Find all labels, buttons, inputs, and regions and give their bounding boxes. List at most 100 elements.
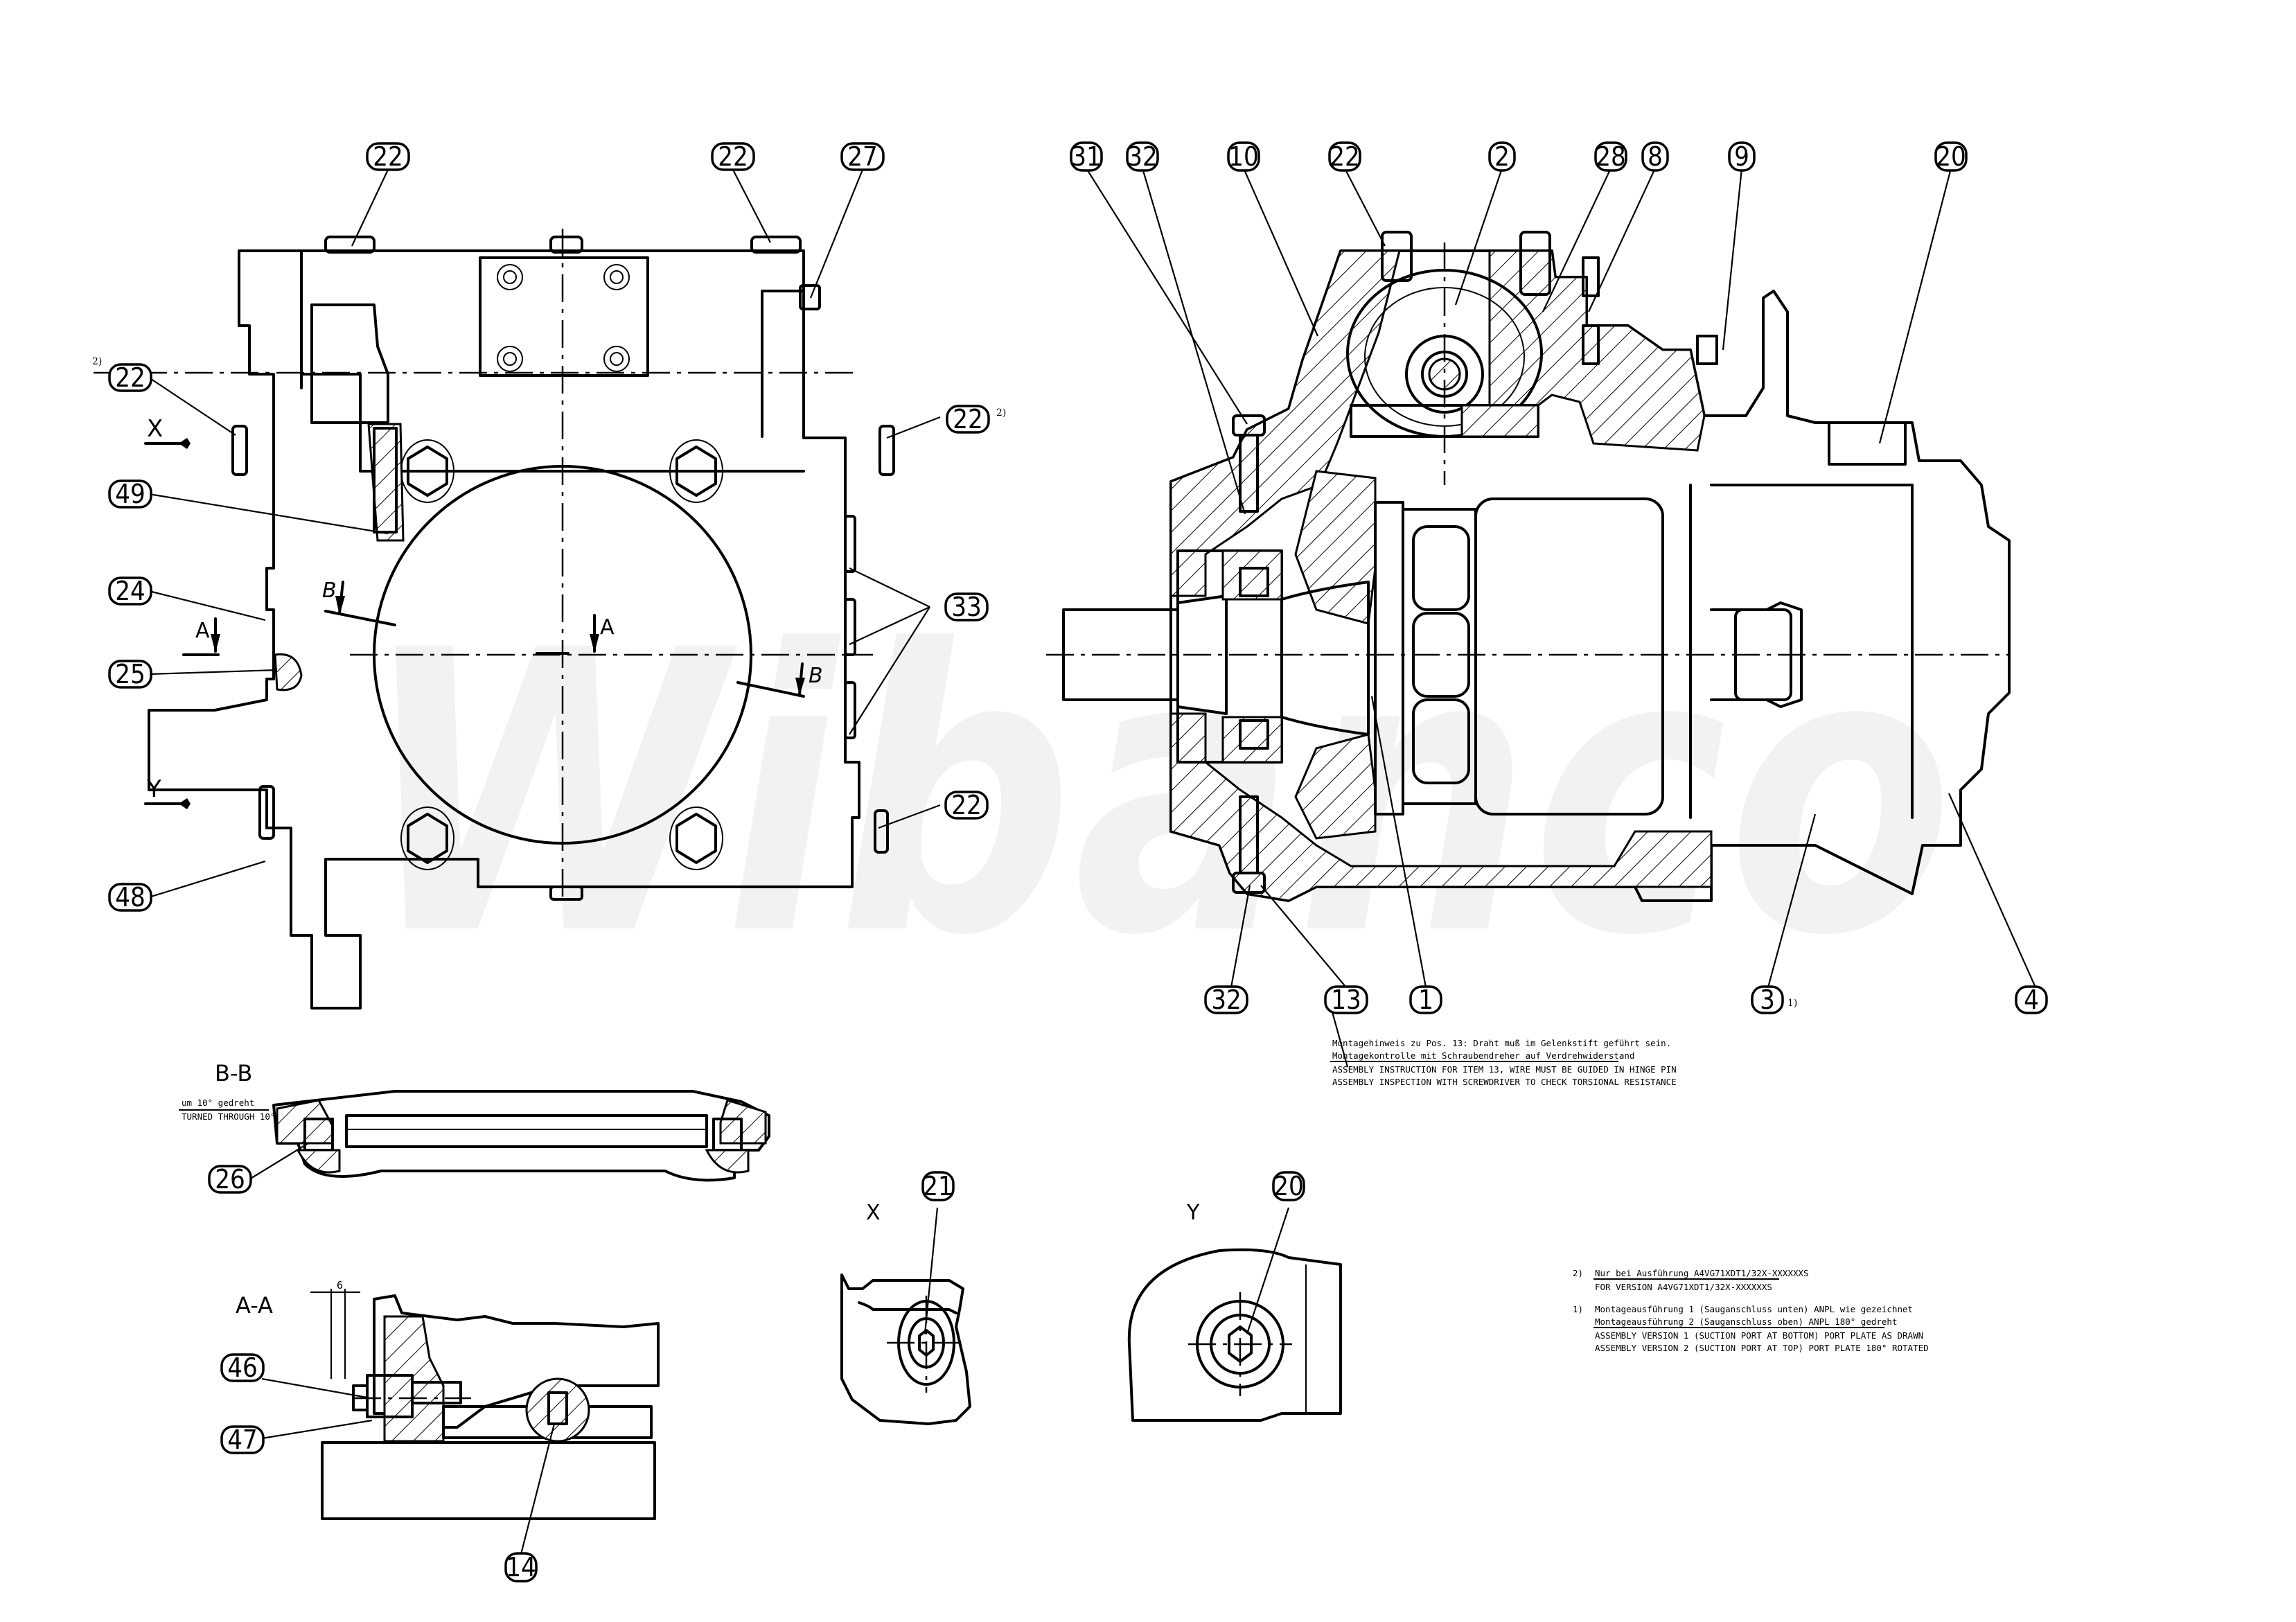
footnote-2-en: FOR VERSION A4VG71XDT1/32X-XXXXXXS [1595, 1282, 1772, 1292]
footnote-1-en-line1: ASSEMBLY VERSION 1 (SUCTION PORT AT BOTT… [1595, 1330, 1923, 1341]
cut-a-left-label: A [195, 619, 210, 643]
view-x [840, 1273, 971, 1425]
balloon-item-22: 22 [946, 404, 990, 434]
view-x-label: X [866, 1201, 881, 1225]
svg-text:31: 31 [1071, 141, 1102, 172]
balloon-item-1: 1 [1409, 985, 1442, 1015]
svg-text:22: 22 [951, 790, 982, 820]
cut-arrow-b [335, 581, 805, 696]
balloon-item-14: 14 [504, 1552, 538, 1583]
assembly-note-de-line1: Montagehinweis zu Pos. 13: Draht muß im … [1332, 1038, 1671, 1048]
svg-text:22: 22 [373, 141, 403, 172]
bb-note-en: TURNED THROUGH 10° [182, 1111, 275, 1122]
svg-text:1: 1 [1418, 985, 1433, 1015]
balloon-item-22: 22 [944, 790, 989, 820]
balloon-item-24: 24 [108, 576, 152, 606]
balloon-item-9: 9 [1728, 141, 1756, 172]
assembly-note-en-line1: ASSEMBLY INSTRUCTION FOR ITEM 13, WIRE M… [1332, 1064, 1677, 1075]
balloon-item-28: 28 [1594, 141, 1627, 172]
balloon-item-32: 32 [1204, 985, 1248, 1015]
balloon-item-49: 49 [108, 479, 152, 509]
balloon-item-22: 22 [711, 141, 755, 172]
section-bb [272, 1090, 770, 1182]
svg-text:9: 9 [1734, 141, 1749, 172]
footnote-1-mark: 1) [1573, 1304, 1583, 1314]
aa-dimension: 6 [337, 1279, 343, 1292]
view-y-label: Y [1186, 1201, 1200, 1225]
svg-text:8: 8 [1648, 141, 1663, 172]
svg-text:20: 20 [1273, 1171, 1304, 1201]
svg-text:25: 25 [115, 659, 145, 689]
section-bb-label: B-B [215, 1060, 252, 1086]
svg-text:3: 3 [1760, 985, 1775, 1015]
view-y [1127, 1248, 1342, 1422]
cut-b-left-label: B [322, 579, 337, 603]
balloon-item-32: 32 [1126, 141, 1159, 172]
assembly-note-en-line2: ASSEMBLY INSPECTION WITH SCREWDRIVER TO … [1332, 1077, 1677, 1087]
footnote-1-de-line2: Montageausführung 2 (Sauganschluss oben)… [1595, 1316, 1898, 1327]
svg-text:26: 26 [215, 1164, 245, 1195]
balloon-item-22: 22 [1328, 141, 1361, 172]
front-view [94, 229, 895, 1010]
balloon-item-13: 13 [1324, 985, 1368, 1015]
view-arrow-x-label: X [147, 415, 163, 443]
balloon-item-20: 20 [1934, 141, 1968, 172]
svg-text:13: 13 [1331, 985, 1361, 1015]
svg-text:22: 22 [1330, 141, 1360, 172]
balloon-item-4: 4 [2015, 985, 2048, 1015]
view-arrow-x [144, 438, 191, 449]
footnote-mark: 1) [1787, 998, 1797, 1009]
leader-lines [148, 168, 2037, 1555]
balloon-item-10: 10 [1227, 141, 1260, 172]
view-arrow-y [144, 798, 191, 809]
cut-arrow-a [211, 614, 599, 653]
section-aa [310, 1289, 660, 1520]
svg-text:22: 22 [115, 362, 145, 393]
watermark: Wibanco [360, 569, 1954, 1021]
svg-text:33: 33 [951, 592, 982, 622]
balloon-item-20: 20 [1272, 1171, 1305, 1201]
svg-text:46: 46 [227, 1352, 258, 1383]
balloon-item-26: 26 [208, 1164, 252, 1195]
cut-b-right-label: B [809, 664, 823, 688]
balloon-item-22: 22 [366, 141, 410, 172]
footnote-2-mark: 2) [1573, 1268, 1583, 1278]
svg-text:28: 28 [1596, 141, 1626, 172]
cover-screw [497, 264, 630, 372]
svg-text:32: 32 [1127, 141, 1158, 172]
svg-text:47: 47 [227, 1425, 258, 1455]
balloon-item-47: 47 [220, 1425, 265, 1455]
balloon-item-48: 48 [108, 882, 152, 913]
cut-a-center-label: A [600, 615, 615, 640]
hex-bolt [400, 439, 723, 870]
assembly-note-de-line2: Montagekontrolle mit Schraubendreher auf… [1332, 1050, 1635, 1061]
balloon-item-33: 33 [944, 592, 989, 622]
svg-text:24: 24 [115, 576, 145, 606]
view-arrow-y-label: Y [146, 775, 161, 803]
bb-note-de: um 10° gedreht [182, 1098, 254, 1108]
footnote-mark: 2) [996, 407, 1006, 418]
balloon-item-2: 2 [1488, 141, 1516, 172]
svg-text:2: 2 [1494, 141, 1510, 172]
balloon-item-3: 3 [1751, 985, 1784, 1015]
svg-text:32: 32 [1211, 985, 1242, 1015]
footnote-1-de-line1: Montageausführung 1 (Sauganschluss unten… [1595, 1304, 1913, 1314]
svg-text:14: 14 [506, 1552, 536, 1583]
svg-text:10: 10 [1228, 141, 1259, 172]
balloon-item-21: 21 [921, 1171, 955, 1201]
svg-text:22: 22 [718, 141, 748, 172]
footnote-1-en-line2: ASSEMBLY VERSION 2 (SUCTION PORT AT TOP)… [1595, 1343, 1929, 1353]
svg-text:20: 20 [1936, 141, 1966, 172]
footnote-mark: 2) [92, 356, 102, 367]
balloon-item-8: 8 [1641, 141, 1669, 172]
svg-text:22: 22 [953, 404, 983, 434]
balloon-item-22: 22 [108, 362, 152, 393]
balloon-item-31: 31 [1070, 141, 1103, 172]
balloon-item-46: 46 [220, 1352, 265, 1383]
section-view [1046, 231, 2011, 902]
svg-text:49: 49 [115, 479, 145, 509]
balloon-item-27: 27 [840, 141, 885, 172]
footnote-2-de: Nur bei Ausführung A4VG71XDT1/32X-XXXXXX… [1595, 1268, 1809, 1278]
svg-text:4: 4 [2024, 985, 2039, 1015]
